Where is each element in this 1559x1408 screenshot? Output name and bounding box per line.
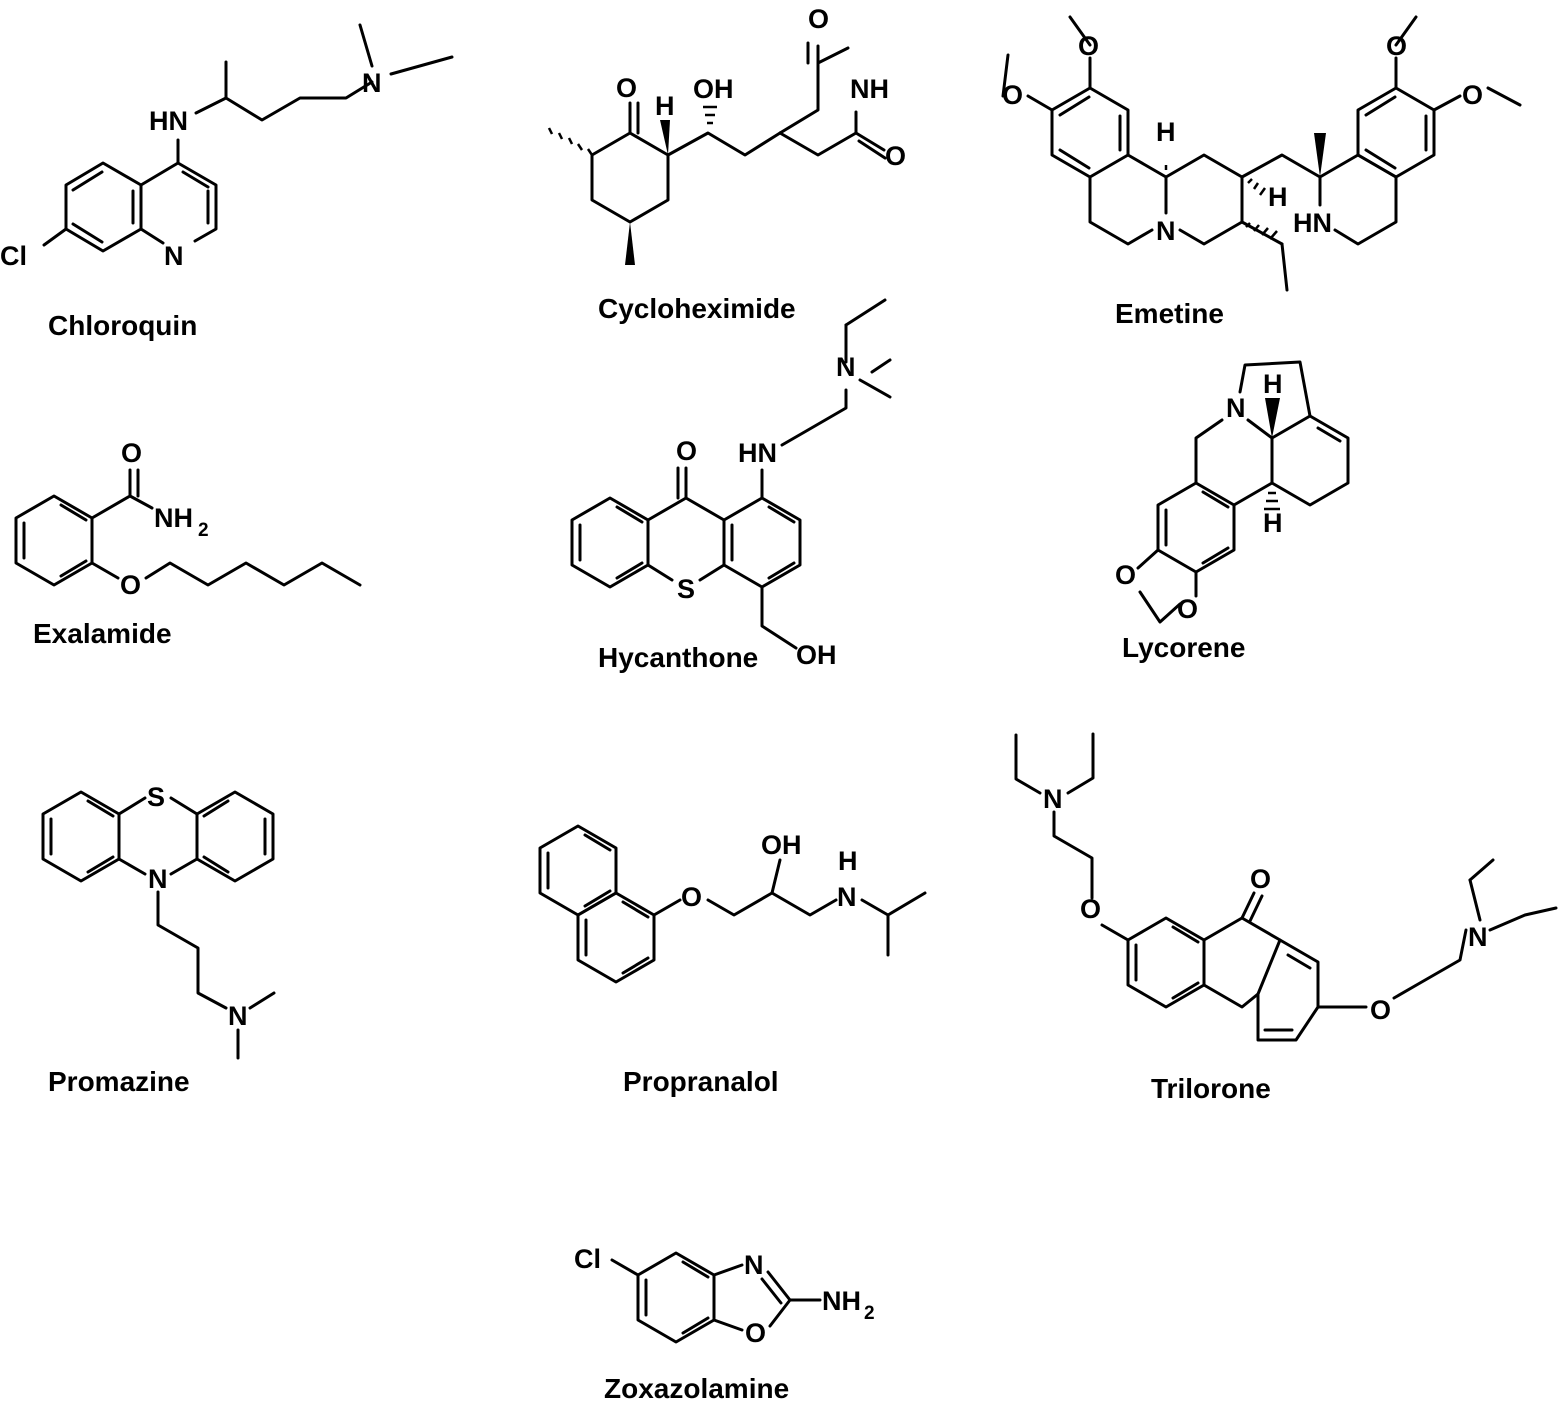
cycloheximide-o3-label: O: [885, 141, 906, 171]
trilorone-n2-label: N: [1468, 922, 1488, 952]
trilorone-structure: O O N O N Trilorone: [1014, 732, 1558, 1104]
lycorene-h1-label: H: [1263, 369, 1283, 399]
chloroquin-hn-label: HN: [149, 106, 188, 136]
zoxazolamine-nh2-label: NH: [822, 1286, 861, 1316]
lycorene-o1-label: O: [1115, 560, 1136, 590]
cycloheximide-o1-label: O: [616, 73, 637, 103]
zoxazolamine-n-label: N: [744, 1250, 764, 1280]
exalamide-nh2-subscript: 2: [198, 520, 209, 541]
chloroquin-caption: Chloroquin: [48, 310, 197, 341]
hycanthone-caption: Hycanthone: [598, 642, 758, 673]
cycloheximide-nh-label: NH: [850, 74, 889, 104]
emetine-h1-label: H: [1156, 117, 1176, 147]
cycloheximide-oh-label: OH: [693, 74, 734, 104]
promazine-n1-label: N: [148, 864, 168, 894]
zoxazolamine-o-label: O: [745, 1318, 766, 1348]
emetine-n-label: N: [1156, 216, 1176, 246]
lycorene-o2-label: O: [1177, 594, 1198, 624]
promazine-s-label: S: [147, 782, 165, 812]
cycloheximide-o2-label: O: [808, 4, 829, 34]
lycorene-h2-label: H: [1263, 508, 1283, 538]
hycanthone-oh-label: OH: [796, 640, 837, 670]
hycanthone-s-label: S: [677, 574, 695, 604]
lycorene-n-label: N: [1226, 393, 1246, 423]
hycanthone-structure: O HN N S OH Hycanthone: [570, 298, 892, 673]
cycloheximide-h-label: H: [655, 91, 675, 121]
promazine-structure: S N N Promazine: [41, 782, 276, 1097]
trilorone-o2-label: O: [1080, 894, 1101, 924]
propranalol-structure: O OH H N Propranalol: [538, 824, 927, 1097]
promazine-caption: Promazine: [48, 1066, 190, 1097]
propranalol-o-label: O: [681, 882, 702, 912]
cycloheximide-caption: Cycloheximide: [598, 293, 796, 324]
zoxazolamine-cl-label: Cl: [574, 1244, 601, 1274]
chloroquin-cl-label: Cl: [0, 241, 27, 271]
exalamide-o1-label: O: [121, 438, 142, 468]
exalamide-o2-label: O: [120, 570, 141, 600]
trilorone-n1-label: N: [1043, 784, 1063, 814]
zoxazolamine-caption: Zoxazolamine: [604, 1373, 789, 1404]
trilorone-caption: Trilorone: [1151, 1073, 1271, 1104]
promazine-n2-label: N: [228, 1001, 248, 1031]
lycorene-caption: Lycorene: [1122, 632, 1245, 663]
zoxazolamine-nh2-subscript: 2: [864, 1303, 875, 1324]
cycloheximide-structure: O H OH O NH O Cycloheximide: [547, 4, 906, 324]
propranalol-n-label: N: [837, 882, 857, 912]
chloroquin-n2-label: N: [362, 68, 382, 98]
exalamide-nh2-label: NH: [154, 503, 193, 533]
emetine-o4-label: O: [1462, 80, 1483, 110]
zoxazolamine-structure: Cl N O NH 2 Zoxazolamine: [574, 1244, 875, 1404]
emetine-hn-label: HN: [1293, 208, 1332, 238]
chloroquin-n-label: N: [164, 241, 184, 271]
emetine-o1-label: O: [1078, 31, 1099, 61]
exalamide-caption: Exalamide: [33, 618, 172, 649]
propranalol-h-label: H: [838, 846, 858, 876]
emetine-structure: O O H N H HN O O Emetine: [1001, 15, 1522, 329]
emetine-h2-label: H: [1268, 182, 1288, 212]
propranalol-caption: Propranalol: [623, 1066, 779, 1097]
trilorone-o3-label: O: [1370, 995, 1391, 1025]
chloroquin-structure: HN N Cl N Chloroquin: [0, 23, 454, 341]
emetine-caption: Emetine: [1115, 298, 1224, 329]
hycanthone-n-label: N: [836, 352, 856, 382]
propranalol-oh-label: OH: [761, 830, 802, 860]
hycanthone-o-label: O: [676, 436, 697, 466]
exalamide-structure: O NH 2 O Exalamide: [14, 438, 362, 649]
emetine-o3-label: O: [1386, 31, 1407, 61]
trilorone-o1-label: O: [1250, 864, 1271, 894]
emetine-o2-label: O: [1002, 80, 1023, 110]
lycorene-structure: N H H O O Lycorene: [1115, 360, 1350, 663]
hycanthone-hn-label: HN: [738, 438, 777, 468]
